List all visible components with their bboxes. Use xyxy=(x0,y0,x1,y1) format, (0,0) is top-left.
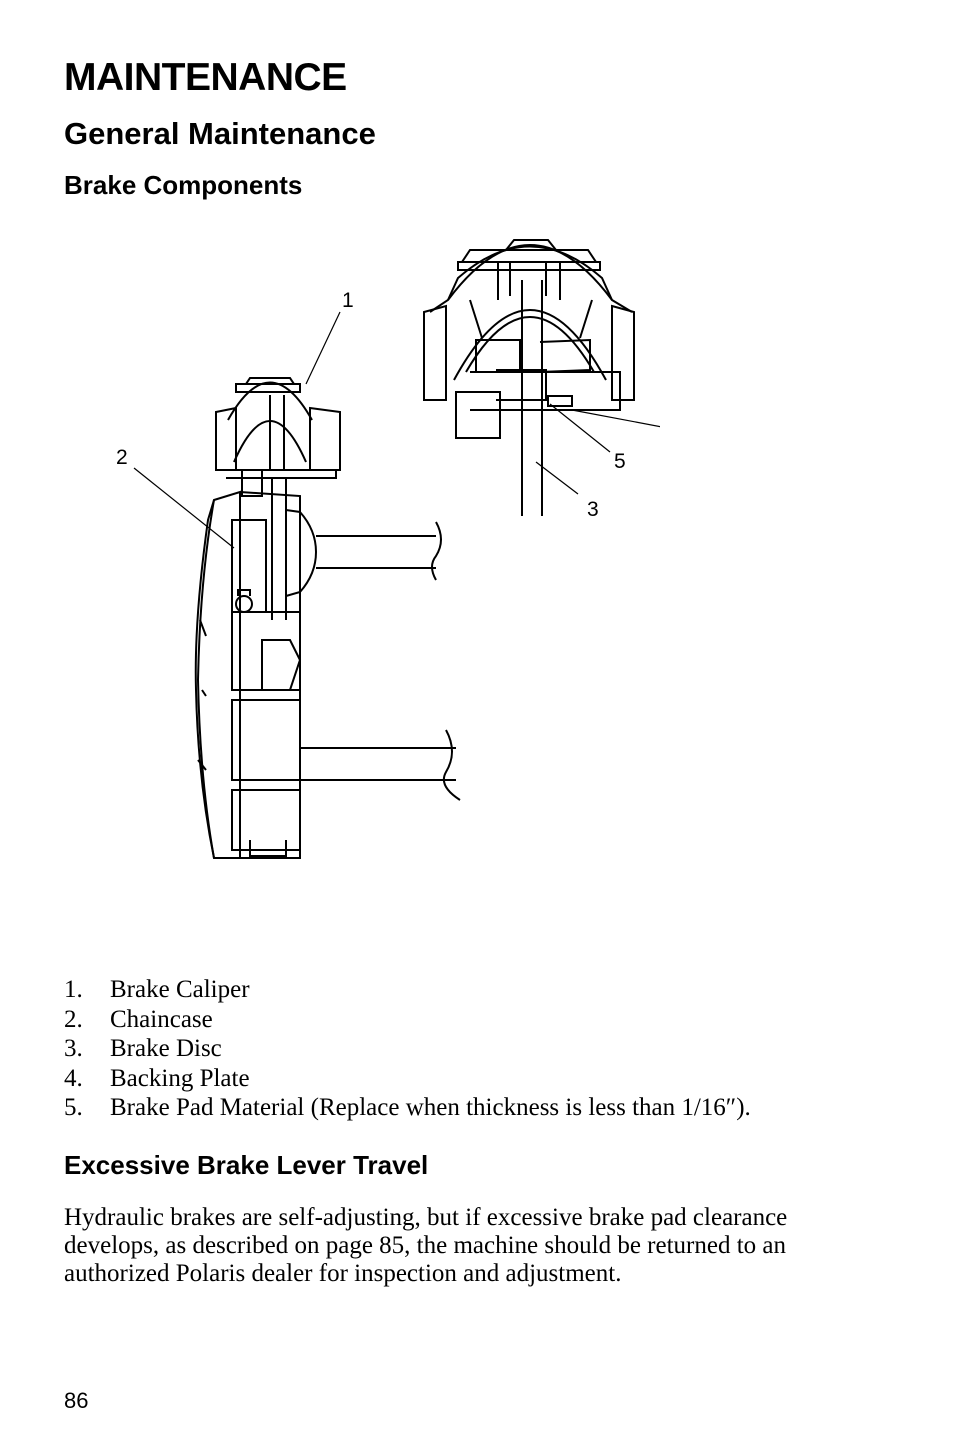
leader-lines xyxy=(133,311,660,549)
legend-number: 1. xyxy=(64,976,83,1003)
legend-number: 4. xyxy=(64,1064,83,1092)
callout-labels: 1 2 3 4 5 xyxy=(116,289,626,521)
legend-item: 3. Brake Disc xyxy=(64,1034,751,1064)
caliper-detail-view xyxy=(423,239,635,516)
subsection-title: General Maintenance xyxy=(64,116,376,151)
page-number: 86 xyxy=(64,1388,89,1413)
parts-legend: 1. Brake Caliper 2. Chaincase 3. Brake Disc… xyxy=(64,975,751,1123)
topic-title: Brake Components xyxy=(64,170,303,200)
chaincase-assembly-view xyxy=(194,377,461,859)
callout-3: 3 xyxy=(587,498,599,521)
legend-text: Backing Plate xyxy=(110,1064,250,1092)
legend-text: Brake Pad Material (Replace when thickne… xyxy=(110,1094,751,1121)
callout-1: 1 xyxy=(342,289,354,312)
legend-item: 1. Brake Caliper xyxy=(64,975,751,1005)
callout-2: 2 xyxy=(116,446,128,469)
legend-item: 4. Backing Plate xyxy=(64,1064,751,1094)
legend-item: 5. Brake Pad Material (Replace when thick… xyxy=(64,1093,751,1123)
legend-number: 2. xyxy=(64,1005,83,1033)
section-title: MAINTENANCE xyxy=(64,56,347,99)
travel-section-body: Hydraulic brakes are self-adjusting, but… xyxy=(64,1204,788,1287)
legend-number: 5. xyxy=(64,1094,83,1121)
callout-5: 5 xyxy=(614,450,626,473)
legend-text: Brake Caliper xyxy=(110,976,250,1003)
travel-section-heading: Excessive Brake Lever Travel xyxy=(64,1150,429,1180)
legend-number: 3. xyxy=(64,1035,83,1062)
legend-item: 2. Chaincase xyxy=(64,1005,751,1035)
legend-text: Brake Disc xyxy=(110,1035,222,1062)
brake-components-diagram: 1 2 3 4 5 xyxy=(116,239,660,859)
legend-text: Chaincase xyxy=(110,1005,213,1033)
